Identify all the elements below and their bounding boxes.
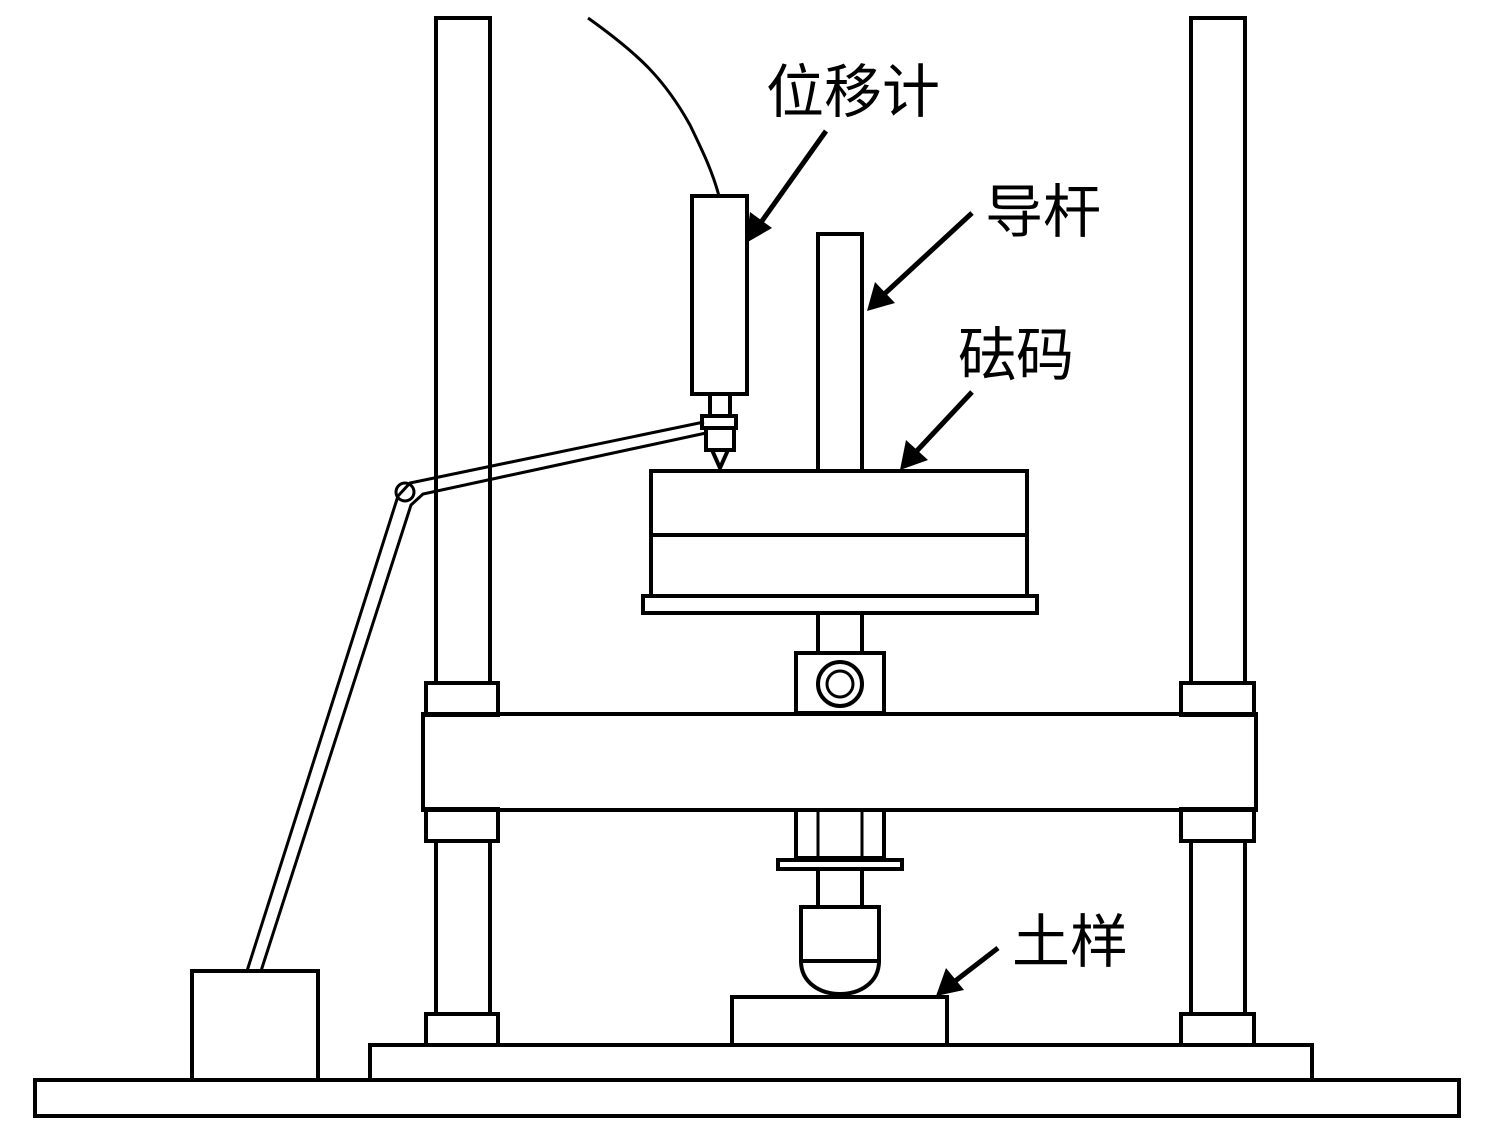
magnetic-base [190, 969, 320, 1082]
crossbeam [421, 712, 1258, 812]
arrow-displacement-meter [746, 129, 829, 243]
base-platform [368, 1043, 1314, 1082]
right-column [1179, 16, 1256, 1047]
guide-rod [816, 232, 864, 473]
arrow-soil-sample [936, 946, 1000, 996]
arrow-guide-rod [867, 211, 974, 311]
arrow-weight [900, 390, 974, 470]
base-plate [33, 1078, 1461, 1118]
label-soil-sample: 土样 [1012, 908, 1128, 976]
left-column [424, 16, 500, 1047]
weight-stack [641, 469, 1039, 615]
label-guide-rod: 导杆 [985, 178, 1101, 246]
soil-sample [730, 995, 949, 1047]
meter-cable [587, 16, 721, 197]
support-arm [245, 420, 707, 972]
label-displacement-meter: 位移计 [766, 58, 940, 126]
label-weight: 砝码 [958, 321, 1074, 389]
displacement-meter [587, 16, 749, 473]
loading-shaft [776, 611, 904, 996]
